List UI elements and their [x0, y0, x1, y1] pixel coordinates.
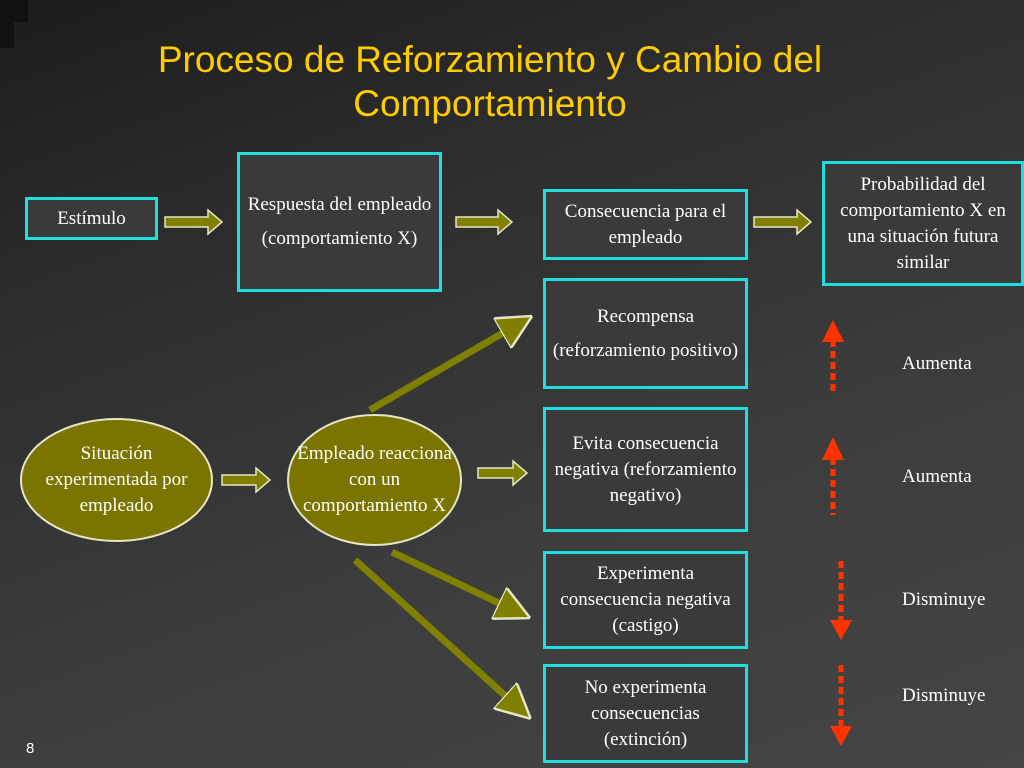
consecuencia-label: Consecuencia para el empleado — [564, 200, 727, 248]
arrow-situacion-to-empleado — [221, 466, 272, 494]
page-title: Proceso de Reforzamiento y Cambio del Co… — [157, 39, 823, 124]
probabilidad-label: Probabilidad del comportamiento X en una… — [840, 173, 1006, 273]
down-arrowhead — [830, 726, 852, 746]
arrow-to-recompensa — [368, 330, 508, 414]
down-arrowhead — [830, 620, 852, 640]
arrow-respuesta-to-consecuencia — [455, 208, 514, 236]
arrow-empleado-to-evita — [477, 459, 529, 487]
situacion-ellipse: Situación experimentada por empleado — [20, 418, 213, 542]
corner-decoration — [0, 0, 28, 22]
empleado-label: Empleado reacciona con un comportamiento… — [297, 443, 452, 516]
respuesta-box: Respuesta del empleado (comportamiento X… — [237, 152, 442, 292]
respuesta-line2: (comportamiento X) — [261, 228, 418, 249]
effect-label: Aumenta — [902, 353, 972, 374]
effect-label: Aumenta — [902, 466, 972, 487]
arrow-to-extincion — [352, 557, 510, 700]
arrow-estimulo-to-respuesta — [164, 208, 224, 236]
outcome-box-castigo: Experimenta consecuencia negativa (casti… — [543, 551, 748, 649]
estimulo-box: Estímulo — [25, 197, 158, 240]
outcome-line1: Recompensa — [596, 305, 695, 327]
estimulo-label: Estímulo — [57, 207, 126, 229]
respuesta-line1: Respuesta del empleado — [247, 194, 432, 215]
empleado-ellipse: Empleado reacciona con un comportamiento… — [287, 414, 462, 546]
outcome-line2: (reforzamiento positivo) — [552, 339, 739, 361]
arrow-to-castigo — [390, 548, 505, 606]
outcome-line1: No experimenta consecuencias (extinción) — [584, 676, 707, 750]
outcome-line1: Experimenta consecuencia negativa (casti… — [560, 563, 731, 636]
consecuencia-box: Consecuencia para el empleado — [543, 189, 748, 260]
probabilidad-box: Probabilidad del comportamiento X en una… — [822, 161, 1024, 286]
arrow-consecuencia-to-probabilidad — [753, 208, 813, 236]
outcome-line1: Evita consecuencia negativa (reforzamien… — [554, 432, 737, 506]
outcome-box-recompensa: Recompensa (reforzamiento positivo) — [543, 278, 748, 389]
up-arrowhead — [822, 437, 844, 460]
page-number: 8 — [26, 740, 35, 757]
outcome-box-extincion: No experimenta consecuencias (extinción) — [543, 664, 748, 763]
effect-label: Disminuye — [902, 589, 986, 610]
situacion-label: Situación experimentada por empleado — [45, 443, 188, 516]
outcome-box-evita: Evita consecuencia negativa (reforzamien… — [543, 407, 748, 532]
up-arrowhead — [822, 320, 844, 342]
effect-label: Disminuye — [902, 685, 986, 706]
corner-decoration — [0, 22, 14, 48]
